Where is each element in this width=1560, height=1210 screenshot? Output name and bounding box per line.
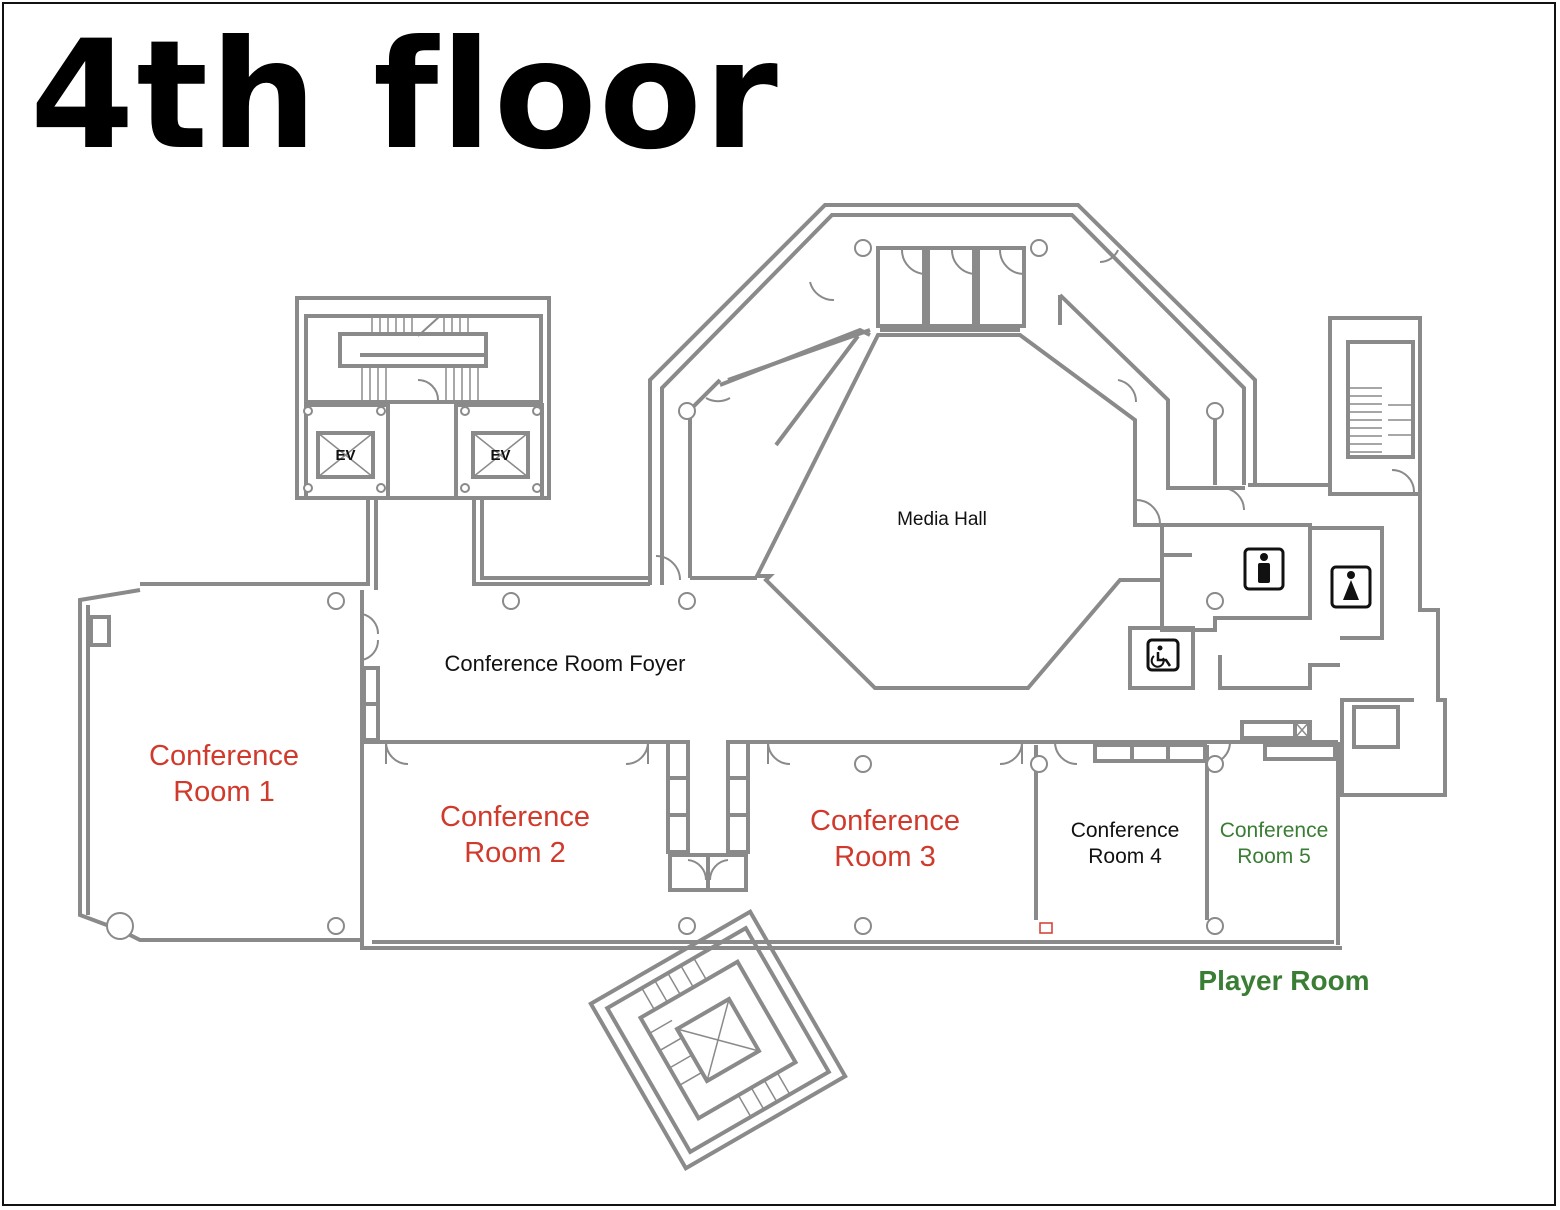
accessible-restroom-icon	[1146, 638, 1180, 672]
conference-room-2-label: Conference Room 2	[405, 799, 625, 872]
female-restroom-icon	[1330, 565, 1372, 609]
male-restroom-icon	[1243, 547, 1285, 591]
media-hall-outer-wall	[648, 203, 1257, 585]
bottom-stair-core	[588, 908, 848, 1172]
conference-room-1-walls	[78, 588, 364, 942]
room5-line2: Room 5	[1237, 845, 1311, 869]
elevator-label-right: EV	[490, 447, 511, 464]
columns	[106, 239, 1224, 940]
media-booths	[876, 246, 1217, 485]
right-stairs-treads	[1350, 387, 1412, 453]
room1-line2: Room 1	[173, 776, 275, 809]
player-room-label: Player Room	[1198, 965, 1370, 996]
exit-marker-icon	[1039, 922, 1053, 934]
left-stairs-treads	[361, 316, 479, 400]
utility-fixtures	[1240, 720, 1312, 740]
conference-room-3-label: Conference Room 3	[775, 803, 995, 876]
conference-room-1-label: Conference Room 1	[114, 738, 334, 811]
conference-room-4-label: Conference Room 4	[1050, 818, 1200, 871]
conference-room-5-label: Conference Room 5	[1208, 818, 1340, 871]
room4-line2: Room 4	[1088, 845, 1162, 869]
corridor-walls	[140, 498, 757, 590]
room1-line1: Conference	[149, 740, 299, 772]
conference-rooms-walls	[360, 666, 1342, 950]
room3-line2: Room 3	[834, 841, 936, 874]
room2-line2: Room 2	[464, 837, 566, 870]
elevator-label-left: EV	[335, 447, 356, 464]
floor-title: 4th floor	[30, 9, 780, 183]
room5-line1: Conference	[1219, 819, 1329, 842]
media-hall-inner-wall	[688, 293, 1245, 690]
right-stair-core	[1248, 316, 1447, 797]
restroom-walls	[1128, 523, 1384, 690]
foyer-label: Conference Room Foyer	[444, 651, 686, 676]
room4-line1: Conference	[1070, 819, 1180, 842]
room3-line1: Conference	[810, 805, 960, 837]
left-elevator-core	[295, 296, 551, 500]
media-hall-label: Media Hall	[897, 509, 987, 530]
door-swings	[361, 249, 1415, 881]
room2-line1: Conference	[440, 801, 590, 833]
